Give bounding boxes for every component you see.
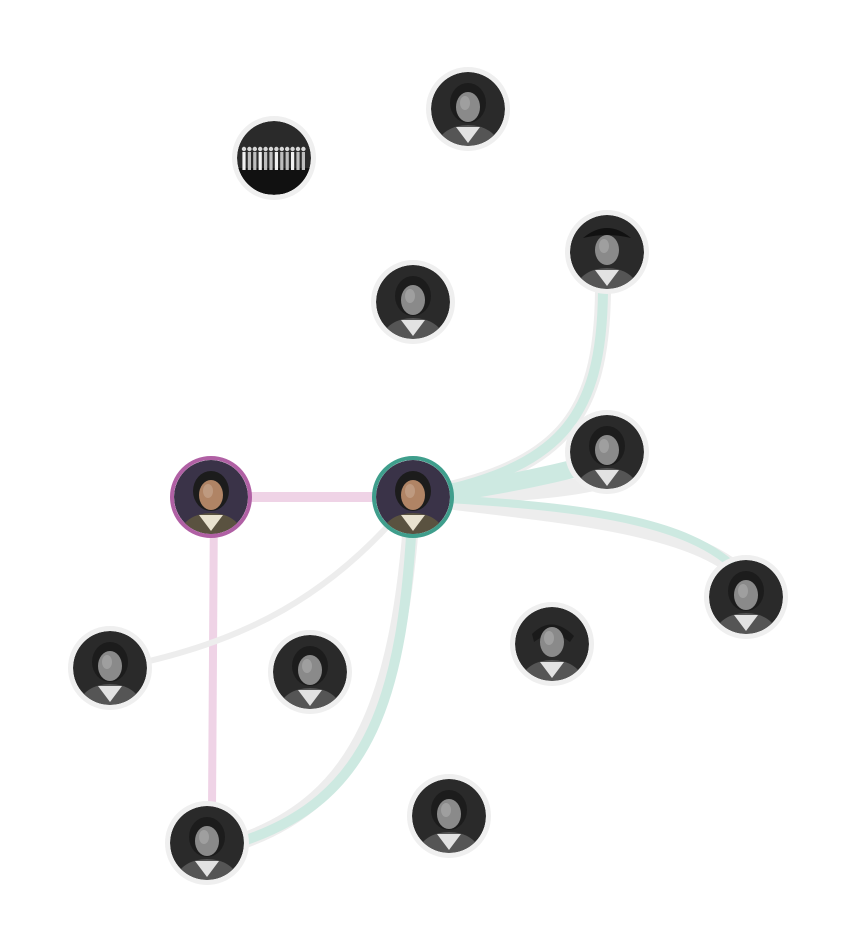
node-ring-washington — [565, 410, 649, 494]
node-ring-ensemble — [232, 116, 316, 200]
node-ring-laurens — [704, 555, 788, 639]
node-photo-peggy — [273, 635, 347, 709]
node-ring-maria — [165, 801, 249, 885]
node-photo-angelica — [73, 631, 147, 705]
node-photo-washington — [570, 415, 644, 489]
node-philip[interactable] — [407, 774, 491, 873]
node-ensemble[interactable] — [232, 116, 316, 200]
node-angelica[interactable] — [68, 626, 152, 725]
node-ring-philip — [407, 774, 491, 858]
node-hamilton[interactable] — [372, 456, 454, 553]
node-photo-ensemble — [237, 121, 311, 195]
node-ring-peggy — [268, 630, 352, 714]
link-hamilton-laurens — [409, 493, 746, 579]
node-washington[interactable] — [565, 410, 649, 509]
link-eliza-maria — [208, 493, 218, 814]
node-ring-mulligan — [371, 260, 455, 344]
node-maria[interactable] — [165, 801, 249, 900]
node-ring-eliza — [170, 456, 252, 538]
nodes-layer — [68, 67, 788, 900]
node-eliza[interactable] — [170, 456, 252, 553]
node-ring-angelica — [68, 626, 152, 710]
node-laurens[interactable] — [704, 555, 788, 654]
node-ring-jefferson — [510, 602, 594, 686]
node-ring-hamilton — [372, 456, 454, 538]
node-photo-mulligan — [376, 265, 450, 339]
link-hamilton-maria — [235, 492, 418, 847]
node-photo-burr — [431, 72, 505, 146]
node-burr[interactable] — [426, 67, 510, 166]
link-hamilton-angelica — [142, 494, 416, 665]
node-mulligan[interactable] — [371, 260, 455, 359]
node-photo-hamilton — [376, 460, 450, 534]
node-jefferson[interactable] — [510, 602, 594, 701]
node-photo-philip — [412, 779, 486, 853]
node-lafayette-hat[interactable] — [565, 210, 649, 309]
node-photo-laurens — [709, 560, 783, 634]
node-ring-burr — [426, 67, 510, 151]
node-peggy[interactable] — [268, 630, 352, 729]
node-ring-lafayette-hat — [565, 210, 649, 294]
links-layer — [142, 282, 750, 850]
node-photo-jefferson — [515, 607, 589, 681]
node-photo-lafayette-hat — [570, 215, 644, 289]
node-photo-maria — [170, 806, 244, 880]
node-photo-eliza — [174, 460, 248, 534]
